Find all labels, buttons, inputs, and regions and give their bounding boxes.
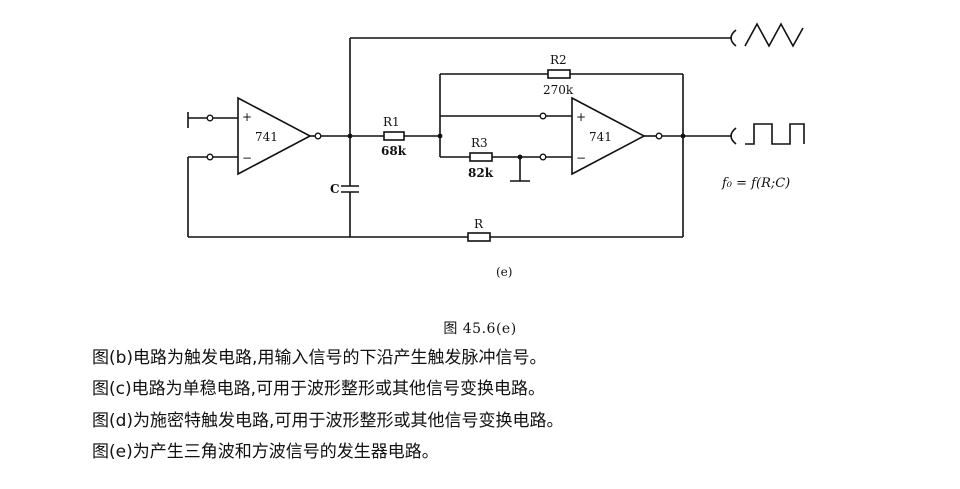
sub-figure-label: (e)	[496, 265, 512, 279]
left-opamp: 741 + −	[237, 96, 312, 176]
left-opamp-minus: −	[242, 151, 252, 165]
capacitor-label: C	[330, 182, 340, 196]
r-label: R	[474, 217, 484, 231]
triangle-square-wave-generator-circuit: 741 + − C R1 68k R2 270k R3	[187, 22, 805, 279]
description-line: 图(d)为施密特触发电路,可用于波形整形或其他信号变换电路。	[92, 411, 564, 431]
left-opamp-plus: +	[242, 110, 252, 124]
description-line: 图(c)电路为单稳电路,可用于波形整形或其他信号变换电路。	[92, 379, 546, 399]
r2-label: R2	[550, 53, 567, 67]
r1-label: R1	[383, 115, 400, 129]
square-wave-symbol	[745, 123, 805, 145]
frequency-formula: f₀ = f(R;C)	[721, 176, 790, 191]
r3-label: R3	[471, 136, 488, 150]
description-line: 图(e)为产生三角波和方波信号的发生器电路。	[92, 442, 439, 462]
triangle-wave-symbol	[744, 22, 804, 48]
r2-value: 270k	[543, 83, 574, 97]
r3-value: 82k	[468, 166, 494, 180]
right-opamp-label: 741	[589, 130, 612, 144]
description-line: 图(b)电路为触发电路,用输入信号的下沿产生触发脉冲信号。	[92, 348, 547, 368]
right-opamp-plus: +	[576, 110, 586, 124]
left-opamp-label: 741	[255, 130, 278, 144]
right-opamp: 741 + −	[571, 96, 646, 176]
right-opamp-minus: −	[576, 151, 586, 165]
r1-value: 68k	[381, 144, 407, 158]
figure-caption: 图 45.6(e)	[443, 321, 517, 337]
